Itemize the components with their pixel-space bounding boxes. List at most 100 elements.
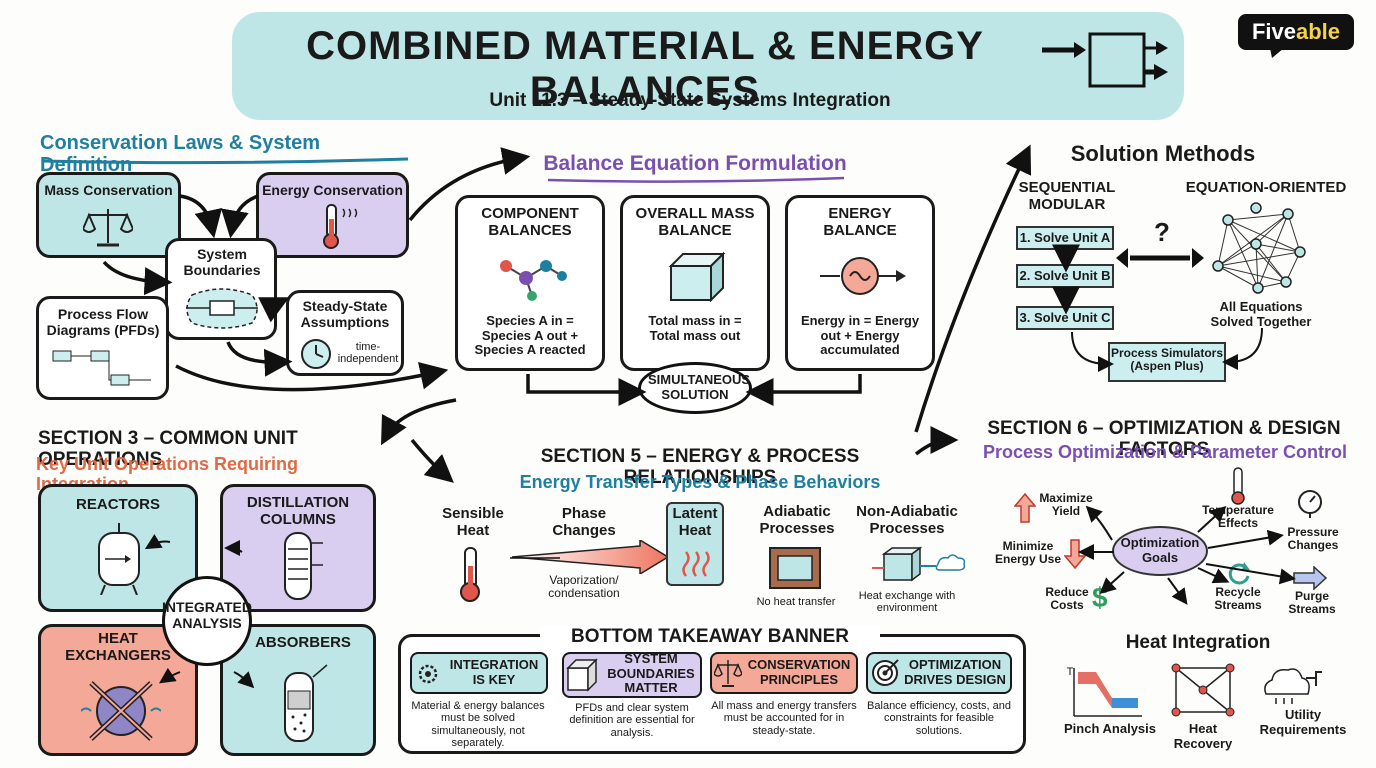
recycle-streams-label: Recycle Streams [1214, 585, 1262, 613]
no-heat-transfer-label: No heat transfer [756, 596, 836, 608]
heat-recovery-label: Heat Recovery [1173, 721, 1233, 751]
energy-conservation-label: Energy Conservation [262, 182, 403, 198]
all-equations-label: All Equations Solved Together [1210, 299, 1312, 329]
distillation-column-icon [284, 532, 323, 600]
system-boundaries-card: System Boundaries [165, 238, 277, 340]
reactors-label: REACTORS [76, 496, 160, 513]
takeaway-text-2: PFDs and clear system definition are ess… [569, 702, 695, 739]
brand-logo-tail [1270, 48, 1284, 58]
purge-streams-label: Purge Streams [1288, 589, 1336, 617]
molecule-icon [500, 260, 567, 301]
conservation-title: Conservation Laws & System Definition [40, 132, 321, 177]
sequential-title: SEQUENTIAL MODULAR [1018, 179, 1116, 213]
adiabatic-label: Adiabatic Processes [759, 503, 835, 537]
solve-step-1: 1. Solve Unit A [1016, 226, 1114, 250]
latent-heat-label: Latent Heat [672, 505, 718, 539]
block-diagram-icon [1042, 32, 1168, 88]
section5-subtitle: Energy Transfer Types & Phase Behaviors [519, 472, 881, 492]
pfd-card: Process Flow Diagrams (PFDs) [36, 296, 169, 400]
temp-thermometer-icon [1231, 467, 1245, 505]
section6-title: SECTION 6 – OPTIMIZATION & DESIGN FACTOR… [987, 418, 1341, 461]
simultaneous-solution-oval [638, 362, 752, 414]
page-title: COMBINED MATERIAL & ENERGY BALANCES [306, 24, 984, 113]
brand-part-b: able [1296, 19, 1341, 44]
distillation-card: DISTILLATION COLUMNS [220, 484, 376, 612]
heat-recovery-network-icon [1171, 663, 1235, 717]
takeaway-head-1: INTEGRATION IS KEY [449, 657, 539, 687]
reduce-costs-label: Reduce Costs [1045, 585, 1089, 613]
page-subtitle: Unit 11.3 – Steady-State Systems Integra… [489, 90, 891, 111]
t-axis-label: T [1066, 666, 1074, 678]
heat-waves-icon [682, 551, 710, 577]
absorbers-label: ABSORBERS [255, 634, 351, 651]
energy-conservation-card: Energy Conservation [256, 172, 409, 258]
component-balance-card: COMPONENT BALANCES Species A in = Specie… [455, 195, 605, 371]
network-graph-icon [1212, 202, 1306, 294]
takeaway-text-1: Material & energy balances must be solve… [411, 700, 545, 749]
system-cube-icon [566, 658, 598, 692]
takeaway-text-4: Balance efficiency, costs, and constrain… [867, 700, 1011, 737]
overall-mass-card: OVERALL MASS BALANCE Total mass in = Tot… [620, 195, 770, 371]
adiabatic-box-icon [769, 547, 821, 589]
energy-source-icon [820, 257, 906, 295]
heat-exchange-label: Heat exchange with environment [858, 590, 956, 615]
sensible-thermometer-icon [460, 547, 480, 602]
section6-subtitle: Process Optimization & Parameter Control [982, 442, 1348, 462]
balance-underline [547, 176, 845, 183]
pinch-analysis-label: Pinch Analysis [1064, 721, 1156, 736]
takeaway-title: BOTTOM TAKEAWAY BANNER [540, 626, 880, 648]
pinch-analysis-chart-icon [1073, 668, 1142, 717]
heat-exchanger-icon [81, 681, 161, 741]
steady-state-card: Steady-State Assumptions time-independen… [286, 290, 404, 376]
purge-arrow-icon [1293, 566, 1328, 590]
distillation-label: DISTILLATION COLUMNS [246, 494, 350, 528]
section5-title: SECTION 5 – ENERGY & PROCESS RELATIONSHI… [540, 446, 860, 489]
pressure-gauge-icon [1298, 490, 1322, 518]
phase-gradient-arrow [511, 540, 670, 574]
cube-icon [668, 251, 726, 302]
reactor-vessel-icon [98, 523, 140, 595]
absorbers-card: ABSORBERS [220, 624, 376, 756]
utility-icon [1264, 668, 1322, 704]
component-balance-text: Species A in = Species A out + Species A… [474, 313, 586, 358]
boundary-icon [186, 288, 258, 329]
integrated-analysis-circle [162, 576, 252, 666]
equation-title: EQUATION-ORIENTED [1185, 179, 1347, 196]
target-icon [872, 659, 899, 686]
thermometer-icon [323, 204, 358, 249]
maximize-yield-label: Maximize Yield [1039, 491, 1093, 519]
brand-part-a: Five [1251, 19, 1296, 44]
heat-exchangers-label: HEAT EXCHANGERS [65, 630, 171, 664]
overall-mass-text: Total mass in = Total mass out [648, 313, 742, 343]
pfd-label: Process Flow Diagrams (PFDs) [46, 306, 160, 338]
takeaway-head-3: CONSERVATION PRINCIPLES [747, 657, 851, 687]
utility-requirements-label: Utility Requirements [1259, 707, 1347, 737]
balance-scale-icon [83, 209, 133, 247]
mass-conservation-card: Mass Conservation [36, 172, 181, 258]
down-arrow-icon [1064, 539, 1086, 570]
time-independent-label: time-independent [337, 341, 399, 366]
conservation-underline [41, 157, 409, 165]
steady-state-label: Steady-State Assumptions [300, 298, 390, 330]
takeaway-head-4: OPTIMIZATION DRIVES DESIGN [904, 657, 1006, 687]
overall-mass-title: OVERALL MASS BALANCE [635, 205, 755, 239]
heat-integration-title: Heat Integration [1125, 632, 1271, 653]
optimization-goals-label: Optimization Goals [1120, 535, 1200, 565]
system-boundaries-label: System Boundaries [183, 246, 261, 278]
takeaway-card-1 [410, 652, 548, 694]
nonadiabatic-label: Non-Adiabatic Processes [856, 503, 958, 537]
absorber-column-icon [284, 664, 328, 742]
reactors-card: REACTORS [38, 484, 198, 612]
dollar-icon: $ [1092, 582, 1108, 613]
simulators-label: Process Simulators (Aspen Plus) [1110, 346, 1224, 374]
scale-icon [714, 660, 742, 687]
section3-title: SECTION 3 – COMMON UNIT OPERATIONS [38, 428, 298, 471]
component-balance-title: COMPONENT BALANCES [481, 205, 579, 239]
nonadiabatic-box-icon [872, 546, 966, 582]
header-banner [232, 12, 1184, 120]
simultaneous-solution-label: SIMULTANEOUS SOLUTION [648, 372, 751, 402]
up-arrow-icon [1014, 492, 1036, 523]
energy-balance-card: ENERGY BALANCE Energy in = Energy out + … [785, 195, 935, 371]
integrated-analysis-label: INTEGRATED ANALYSIS [162, 599, 252, 631]
energy-balance-text: Energy in = Energy out + Energy accumula… [800, 313, 920, 358]
